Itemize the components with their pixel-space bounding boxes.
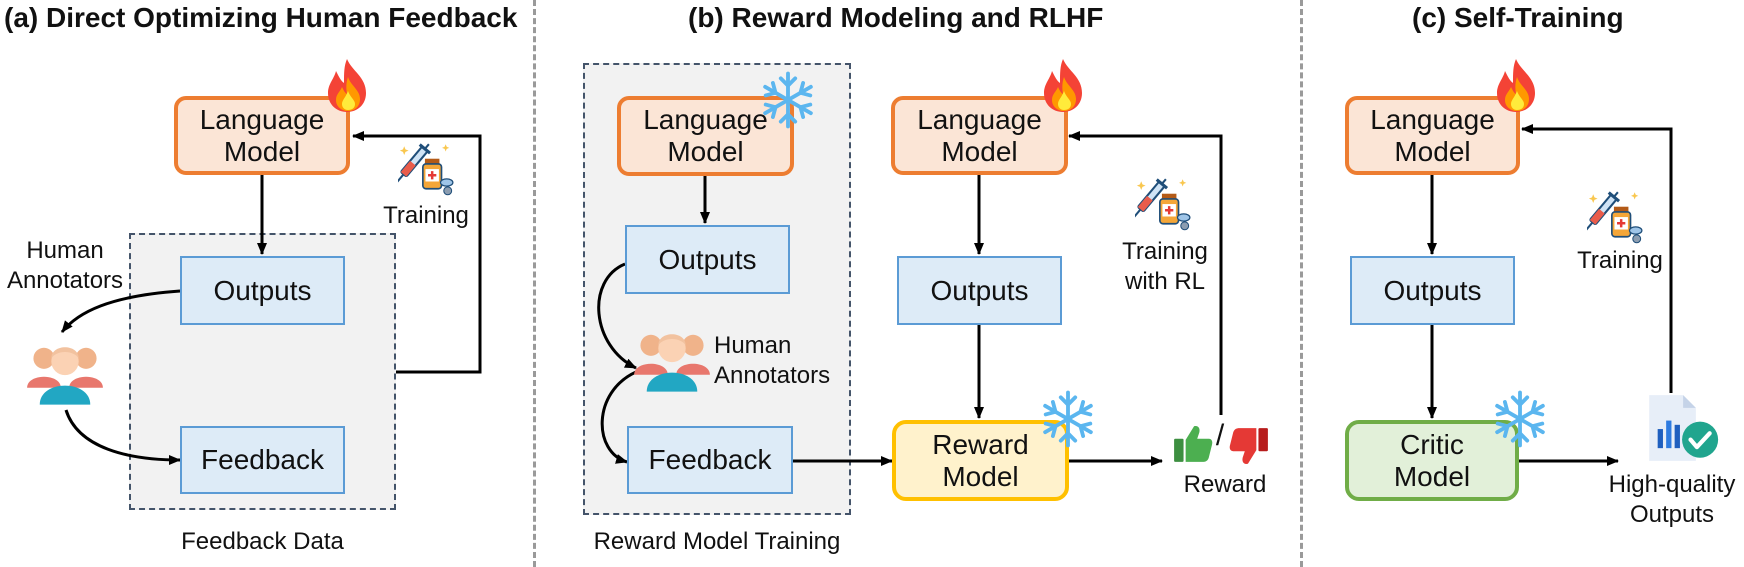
outputs-box: Outputs <box>625 225 790 294</box>
fire-icon <box>1491 57 1541 113</box>
medicine-icon <box>398 138 456 196</box>
fire-icon <box>1038 57 1088 113</box>
training-label: Training <box>383 202 469 229</box>
thumbs-down-icon <box>1228 426 1270 468</box>
people-icon <box>632 326 712 392</box>
reward-model-training-label: Reward Model Training <box>593 528 841 555</box>
training-label: Training <box>1577 247 1663 274</box>
snowflake-icon <box>758 70 818 130</box>
reward-label: Reward <box>1183 471 1267 498</box>
panel-c-title: (c) Self-Training <box>1412 2 1624 33</box>
snowflake-icon <box>1490 389 1550 449</box>
feedback-box: Feedback <box>180 426 345 494</box>
medicine-icon <box>1587 186 1645 244</box>
fire-icon <box>322 57 372 113</box>
outputs-box: Outputs <box>180 256 345 325</box>
outputs-box: Outputs <box>897 256 1062 325</box>
report-check-icon <box>1640 393 1722 463</box>
slash-separator: / <box>1215 419 1225 452</box>
medicine-icon <box>1135 173 1193 231</box>
panel-b-title: (b) Reward Modeling and RLHF <box>688 2 1104 33</box>
panel-a-title: (a) Direct Optimizing Human Feedback <box>4 2 518 33</box>
panel-separator <box>533 0 536 567</box>
snowflake-icon <box>1038 389 1098 449</box>
feedback-data-label: Feedback Data <box>181 528 344 555</box>
panel-separator <box>1300 0 1303 567</box>
outputs-box: Outputs <box>1350 256 1515 325</box>
feedback-box: Feedback <box>627 426 793 494</box>
people-icon <box>25 339 105 405</box>
thumbs-up-icon <box>1172 422 1214 464</box>
